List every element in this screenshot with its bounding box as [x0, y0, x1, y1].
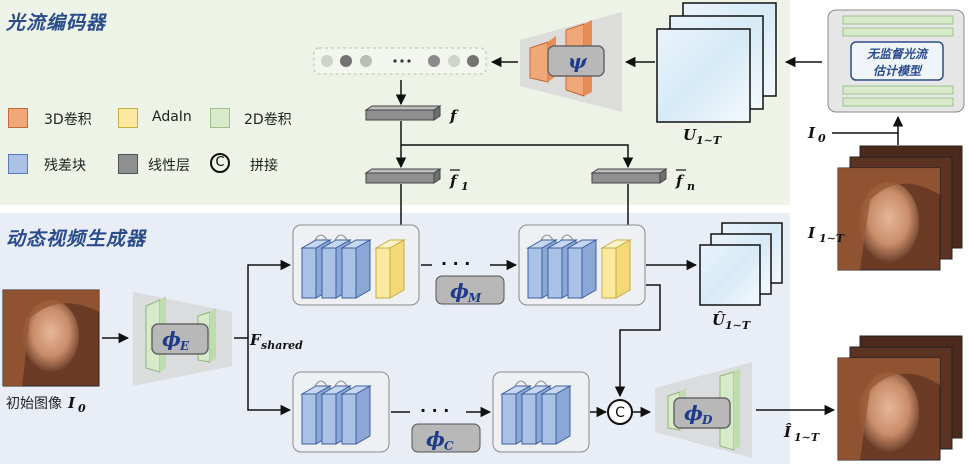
encoder-section-title: 光流编码器 — [6, 12, 107, 34]
i0-sub: 0 — [818, 132, 826, 145]
flow-estimation-model: 无监督光流 估计模型 — [827, 9, 965, 113]
u-label: U — [683, 126, 697, 144]
generator-section-title: 动态视频生成器 — [6, 228, 147, 250]
phi-c-block: ϕ C — [411, 423, 481, 453]
legend-concat-symbol: C — [210, 153, 230, 173]
f-shared-label: F — [249, 331, 262, 349]
fn-sub: n — [687, 180, 695, 193]
legend-adain-swatch — [118, 108, 138, 128]
u-hat-label: Û — [712, 311, 726, 329]
legend-linear-label: 线性层 — [148, 158, 190, 174]
u-hat-sub: 1∼T — [725, 319, 751, 332]
concat-node: C — [607, 399, 633, 425]
linear-layer-f1 — [364, 168, 442, 184]
initial-i-label: I — [67, 394, 76, 412]
phi-m-label: ϕ — [450, 279, 469, 303]
f-shared-sub: shared — [261, 339, 303, 352]
legend-2d-conv-swatch — [210, 108, 230, 128]
dots-c: · · · — [420, 401, 449, 420]
resblock-group-c1 — [292, 371, 390, 453]
linear-layer-fn — [590, 168, 668, 184]
resblock-group-m1 — [292, 224, 420, 306]
concat-symbol: C — [615, 405, 625, 421]
phi-d-decoder: ϕ D — [655, 362, 752, 458]
flow-model-line2: 估计模型 — [873, 64, 923, 78]
phi-c-sub: C — [444, 439, 454, 453]
phi-e-label: ϕ — [162, 327, 181, 351]
resblock-group-mn — [518, 224, 646, 306]
i-hat-label: Î — [783, 423, 792, 441]
i-hat-sub: 1∼T — [794, 431, 820, 444]
i-seq-sub: 1∼T — [819, 232, 845, 245]
fn-label: f — [675, 172, 685, 190]
legend-resblock-swatch — [8, 154, 28, 174]
phi-m-sub: M — [467, 291, 482, 305]
psi-encoder: ψ — [520, 12, 622, 112]
f-label: f — [449, 107, 459, 125]
i-seq-label: I — [807, 224, 816, 242]
feature-vector — [313, 47, 487, 75]
flow-frames-u — [656, 2, 777, 123]
phi-c-label: ϕ — [426, 427, 445, 451]
i0-label: I — [807, 124, 816, 142]
legend-concat-label: 拼接 — [250, 158, 278, 174]
dots-m: · · · — [441, 254, 470, 273]
u-sub: 1∼T — [696, 134, 722, 147]
legend-2d-conv-label: 2D卷积 — [244, 112, 292, 128]
initial-image — [2, 289, 100, 387]
legend-linear-swatch — [118, 154, 138, 174]
f1-sub: 1 — [461, 180, 469, 193]
phi-m-block: ϕ M — [435, 275, 505, 305]
legend-3d-conv-swatch — [8, 108, 28, 128]
input-frames-i — [837, 145, 963, 271]
linear-layer-f — [364, 105, 442, 121]
phi-e-encoder: ϕ E — [133, 292, 232, 386]
phi-d-label: ϕ — [684, 401, 703, 425]
legend-adain-label: AdaIn — [152, 109, 192, 125]
phi-d-sub: D — [701, 413, 713, 427]
f1-label: f — [449, 172, 459, 190]
legend-resblock-label: 残差块 — [44, 158, 86, 174]
psi-label: ψ — [568, 49, 588, 73]
legend-3d-conv-label: 3D卷积 — [44, 112, 92, 128]
phi-e-sub: E — [179, 339, 190, 353]
predicted-flow-frames — [699, 222, 783, 306]
output-frames-i-hat — [837, 335, 963, 461]
flow-model-line1: 无监督光流 — [866, 47, 929, 61]
initial-i-sub: 0 — [78, 402, 86, 415]
resblock-group-c2 — [492, 371, 590, 453]
initial-image-caption: 初始图像 — [6, 395, 62, 412]
